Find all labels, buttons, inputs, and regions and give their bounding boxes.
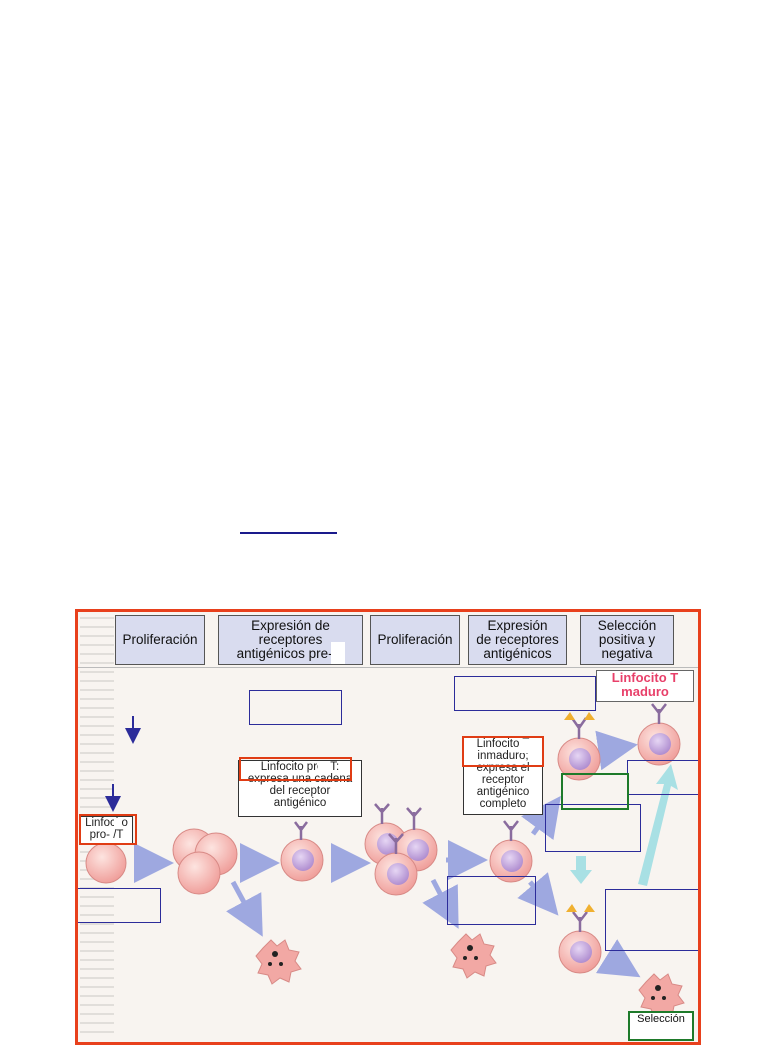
blank-label-box <box>627 760 698 795</box>
apoptotic-fragments <box>268 945 666 1000</box>
down-arrow-icon <box>105 716 141 812</box>
green-highlight-box <box>561 773 629 810</box>
blank-label-box <box>78 888 161 923</box>
mature-t-cell <box>637 703 681 766</box>
header-divider <box>78 667 698 668</box>
pre-lymphocyte-label: Linfocito pre- T: expresa una cadena del… <box>238 760 362 817</box>
header-selection: Selección positiva y negativa <box>580 615 674 665</box>
pro-lymphocyte-highlight <box>79 814 137 845</box>
apoptotic-cell-icon <box>255 933 685 1019</box>
masked-symbol-patch <box>519 739 531 753</box>
positive-selection-cell <box>557 712 601 781</box>
immature-lymphocyte-highlight <box>462 736 544 767</box>
masked-symbol-patch <box>114 818 122 826</box>
header-proliferation-1: Proliferación <box>115 615 205 665</box>
blank-label-box <box>447 876 536 925</box>
masked-symbol-patch <box>331 642 345 664</box>
blank-label-box <box>605 889 698 951</box>
underlined-link-line <box>240 532 337 534</box>
immature-t-cell <box>489 820 533 883</box>
header-receptor-expression: Expresión de receptores antigénicos <box>468 615 567 665</box>
pre-t-cell <box>280 821 324 882</box>
flow-arrows <box>134 730 641 978</box>
proliferating-cells <box>172 828 238 895</box>
immature-lymphocyte-label: Linfocito T inmaduro; expresa el recepto… <box>463 737 543 815</box>
pre-lymphocyte-highlight <box>239 757 352 781</box>
mature-lymphocyte-label: Linfocito T maduro <box>596 670 694 702</box>
blank-label-box <box>545 804 641 852</box>
negative-selection-cell <box>558 904 602 974</box>
blank-label-box <box>249 690 342 725</box>
masked-symbol-patch <box>318 761 330 775</box>
lymphocyte-cell-icon <box>85 842 127 884</box>
proliferating-pre-t-cells <box>364 803 438 896</box>
header-proliferation-2: Proliferación <box>370 615 460 665</box>
blank-label-box <box>454 676 596 711</box>
selection-corner-label: Selección <box>628 1011 694 1041</box>
lymphocyte-development-figure: Proliferación Expresión de receptores an… <box>75 609 701 1045</box>
